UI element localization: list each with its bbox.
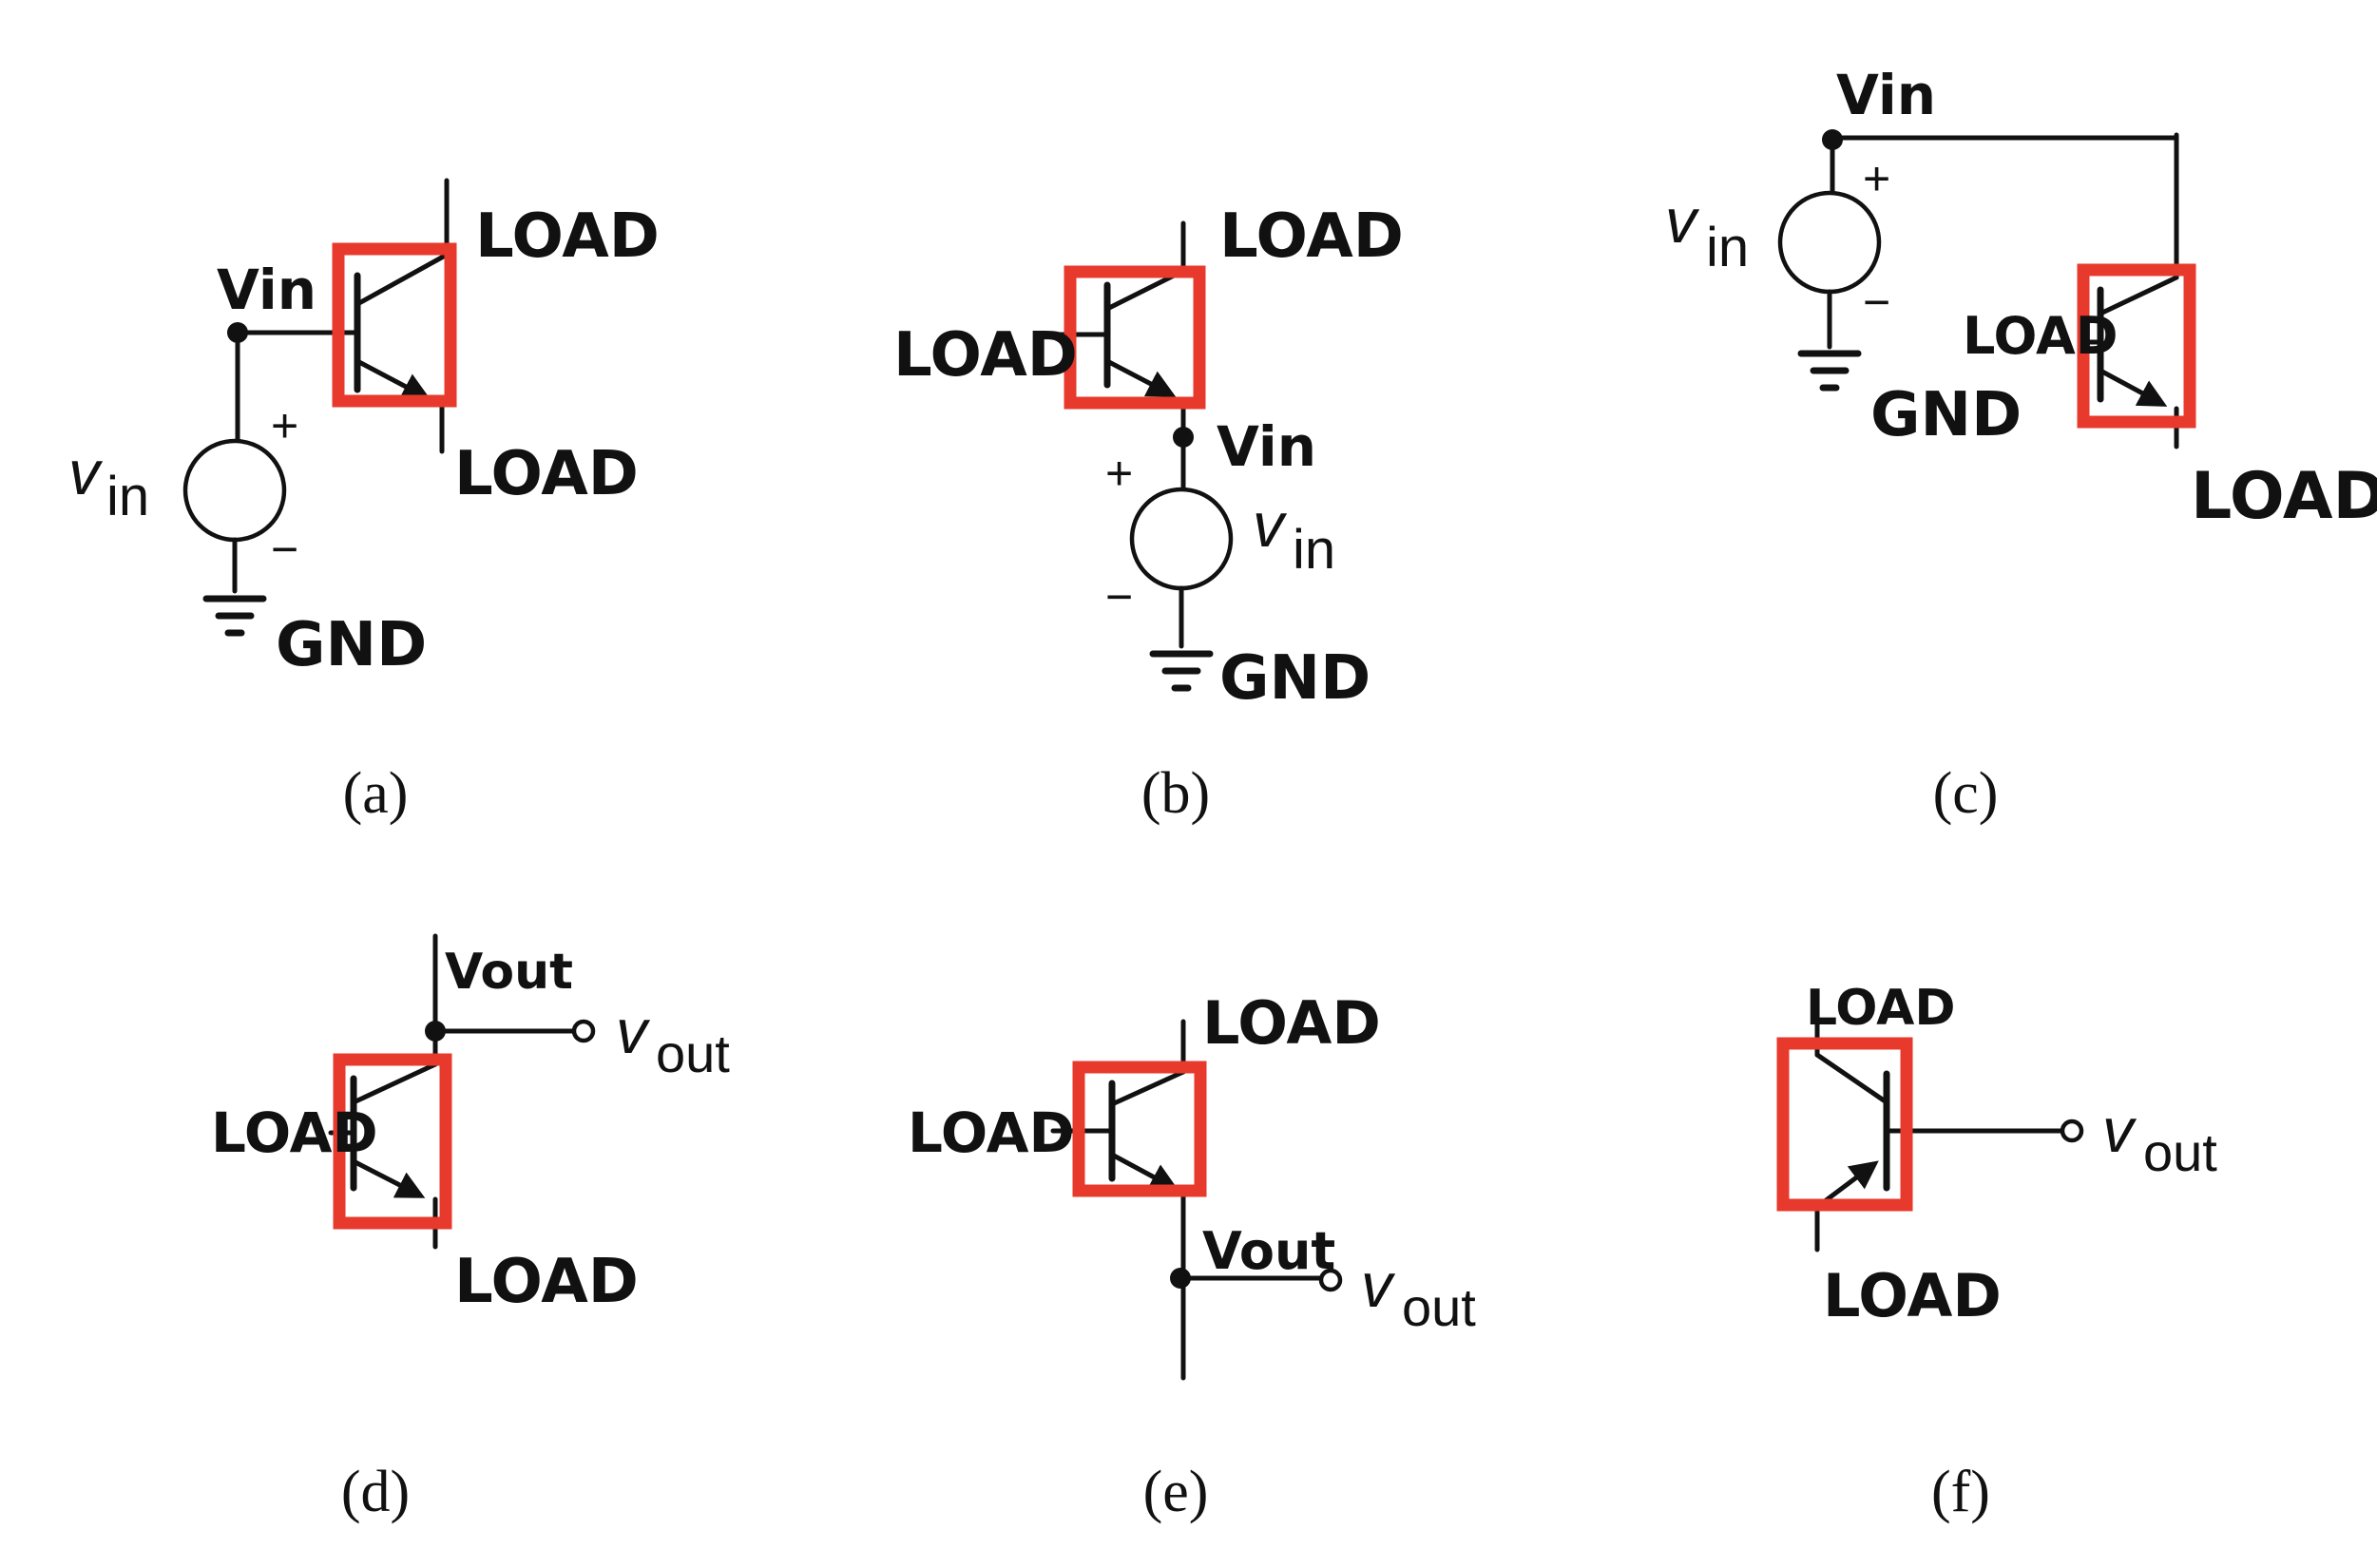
load-label-f-bottom: LOAD (1823, 1261, 2002, 1330)
transistor-d (328, 933, 438, 1250)
load-label-a-top: LOAD (475, 201, 660, 272)
vout-terminal-f (2060, 1119, 2084, 1143)
vout-terminal-d (571, 1019, 596, 1043)
vin-node-label-c: Vin (1836, 63, 1936, 127)
minus-sign-a: − (271, 523, 298, 576)
minus-sign-b: − (1105, 570, 1133, 623)
load-label-c-bottom: LOAD (2191, 459, 2377, 534)
ground-symbol-a (202, 595, 267, 637)
vout-symbol-e: v (1361, 1250, 1396, 1320)
ground-symbol-b (1149, 650, 1214, 692)
load-label-c-left: LOAD (1963, 306, 2118, 366)
highlight-box-c (2077, 263, 2196, 429)
vout-sub-d: out (656, 1023, 730, 1083)
vin-node-label-a: Vin (217, 258, 316, 322)
gnd-label-c: GND (1870, 380, 2022, 450)
voltage-source-a (182, 438, 287, 543)
vin-symbol-a: v (68, 437, 104, 507)
vin-symbol-b: v (1253, 489, 1288, 560)
transistor-f (1814, 1004, 2065, 1252)
vout-node-label-d: Vout (445, 944, 573, 1001)
vout-sub-e: out (1402, 1277, 1476, 1337)
panel-a: + − Vin v in LOAD LOAD GND (a) (68, 178, 660, 826)
highlight-box-f (1776, 1037, 1913, 1212)
vout-symbol-f: v (2102, 1095, 2137, 1165)
vin-sub-b: in (1293, 519, 1335, 581)
highlight-box-e (1072, 1061, 1207, 1197)
ground-symbol-c (1797, 350, 1862, 392)
voltage-source-b (1129, 487, 1234, 591)
panel-c: + − Vin v in LOAD LOAD GND (c) (1665, 63, 2377, 826)
minus-sign-c: − (1863, 276, 1890, 329)
panel-d: Vout v out LOAD LOAD (d) (211, 933, 730, 1524)
caption-f: (f) (1931, 1460, 1990, 1524)
vin-sub-a: in (106, 466, 149, 527)
vin-node-label-b: Vin (1217, 414, 1316, 479)
load-label-d-bottom: LOAD (454, 1247, 639, 1317)
gnd-label-b: GND (1219, 643, 1371, 714)
load-label-f-top: LOAD (1806, 980, 1956, 1037)
load-label-e-top: LOAD (1202, 988, 1381, 1058)
caption-b: (b) (1141, 761, 1210, 826)
load-label-a-bottom: LOAD (454, 439, 639, 509)
vin-sub-c: in (1706, 217, 1749, 278)
panel-f: v out LOAD LOAD (f) (1776, 980, 2217, 1524)
load-label-b-left: LOAD (893, 320, 1078, 391)
vout-symbol-d: v (616, 996, 651, 1066)
panel-e: Vout v out LOAD LOAD (e) (908, 988, 1476, 1524)
transistor-c (2079, 132, 2179, 449)
plus-sign-a: + (271, 399, 298, 452)
load-label-d-left: LOAD (211, 1100, 378, 1165)
vout-sub-f: out (2143, 1122, 2217, 1182)
caption-a: (a) (343, 761, 409, 826)
gnd-label-a: GND (276, 610, 427, 680)
plus-sign-c: + (1863, 152, 1890, 205)
plus-sign-b: + (1105, 447, 1133, 500)
caption-e: (e) (1143, 1460, 1209, 1524)
caption-d: (d) (341, 1460, 410, 1524)
load-label-e-left: LOAD (908, 1100, 1075, 1165)
vin-symbol-c: v (1665, 185, 1700, 256)
highlight-box-a (332, 242, 457, 408)
caption-c: (c) (1933, 761, 1999, 826)
vout-terminal-e (1318, 1268, 1343, 1292)
panel-b: + − Vin v in LOAD LOAD GND (b) (893, 201, 1404, 826)
transistor-a (235, 178, 450, 454)
highlight-box-d (333, 1053, 452, 1230)
vout-node-label-e: Vout (1202, 1221, 1335, 1281)
highlight-box-b (1064, 265, 1206, 410)
load-label-b-top: LOAD (1219, 201, 1404, 272)
